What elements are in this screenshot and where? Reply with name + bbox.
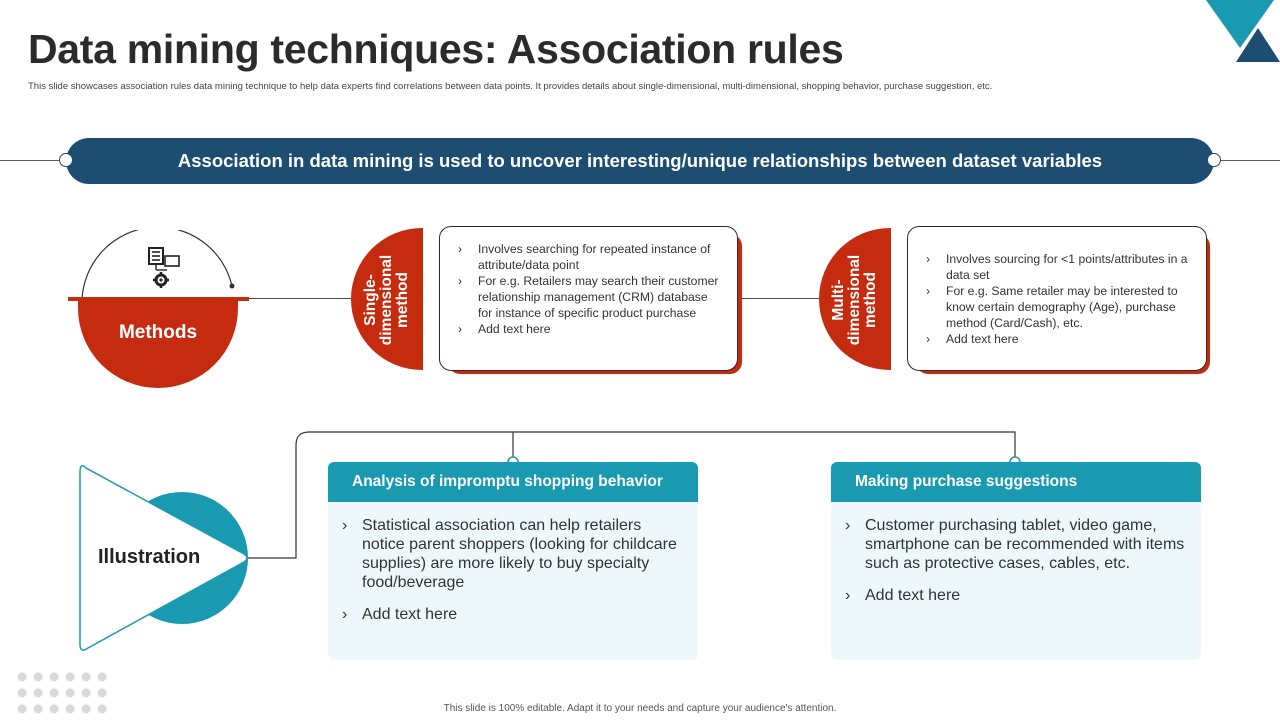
methods-label: Methods [118, 322, 198, 343]
methods-divider [68, 297, 249, 301]
single-dimensional-card: Involves searching for repeated instance… [439, 226, 738, 371]
multi-bullet-1: Involves sourcing for <1 points/attribut… [926, 251, 1190, 283]
single-bullet-1: Involves searching for repeated instance… [458, 241, 721, 273]
purchase-suggestions-card-body: Customer purchasing tablet, video game, … [831, 502, 1201, 660]
illustration-shape [79, 465, 248, 651]
single-label-line1: Single- [362, 274, 379, 326]
illustration-label: Illustration [98, 546, 201, 568]
connector-single-multi [740, 298, 820, 299]
single-label-line3: method [394, 272, 411, 328]
methods-arc [81, 230, 235, 301]
banner-text: Association in data mining is used to un… [177, 150, 1103, 171]
single-bullet-2: For e.g. Retailers may search their cust… [458, 273, 721, 321]
multi-bullet-2: For e.g. Same retailer may be interested… [926, 283, 1190, 331]
single-label-line2: dimensional [378, 254, 395, 346]
single-bullet-list: Involves searching for repeated instance… [458, 241, 721, 337]
banner-left-dot [59, 153, 73, 167]
connector-methods-single [249, 298, 351, 299]
shopping-bullet-2: Add text here [342, 605, 682, 624]
single-bullet-3: Add text here [458, 321, 721, 337]
page-title: Data mining techniques: Association rule… [28, 26, 844, 72]
footer-note: This slide is 100% editable. Adapt it to… [443, 703, 837, 714]
multi-bullet-list: Involves sourcing for <1 points/attribut… [926, 251, 1190, 347]
shopping-behavior-bullets: Statistical association can help retaile… [342, 516, 682, 624]
purchase-suggestions-title: Making purchase suggestions [855, 473, 1078, 490]
shopping-behavior-card-header: Analysis of impromptu shopping behavior [328, 462, 698, 502]
banner: Association in data mining is used to un… [66, 138, 1214, 184]
page-subtitle: This slide showcases association rules d… [28, 81, 993, 92]
purchase-bullet-2: Add text here [845, 586, 1185, 605]
decorative-dots [17, 672, 107, 714]
multi-bullet-3: Add text here [926, 331, 1190, 347]
multi-label-line2: dimensional [846, 254, 863, 346]
purchase-suggestions-card-header: Making purchase suggestions [831, 462, 1201, 502]
multi-label-line1: Multi- [830, 279, 847, 321]
shopping-behavior-title: Analysis of impromptu shopping behavior [352, 473, 663, 490]
banner-right-dot [1207, 153, 1221, 167]
multi-dimensional-card: Involves sourcing for <1 points/attribut… [907, 226, 1207, 371]
multi-label-line3: method [862, 272, 879, 328]
multi-dimensional-label: Multi- dimensional method [830, 240, 879, 360]
shopping-bullet-1: Statistical association can help retaile… [342, 516, 682, 592]
shopping-behavior-card-body: Statistical association can help retaile… [328, 502, 698, 660]
corner-decoration [1206, 0, 1280, 62]
single-dimensional-label: Single- dimensional method [362, 240, 411, 360]
database-gear-icon [148, 247, 180, 288]
purchase-bullet-1: Customer purchasing tablet, video game, … [845, 516, 1185, 573]
purchase-suggestions-bullets: Customer purchasing tablet, video game, … [845, 516, 1185, 605]
